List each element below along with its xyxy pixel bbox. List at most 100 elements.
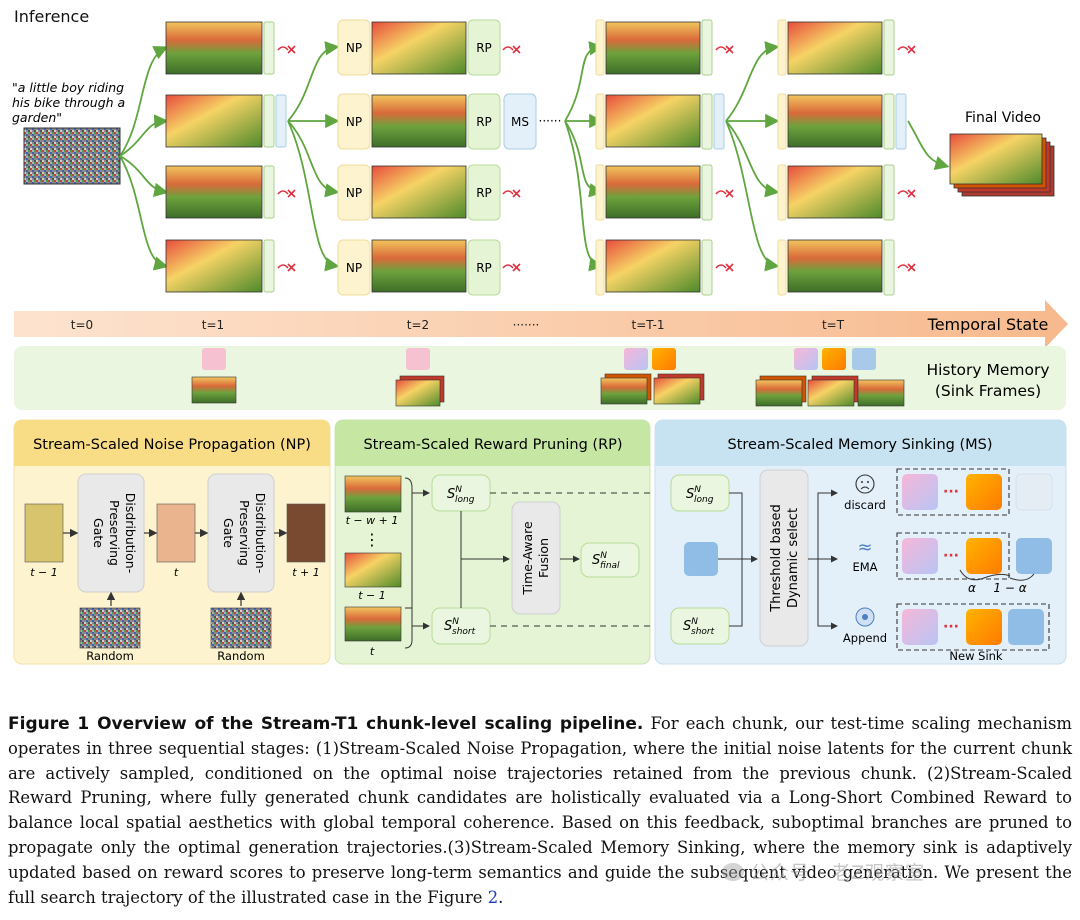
pipeline-figure: Inference "a little boy riding his bike …: [12, 7, 1068, 665]
video-frame: [605, 21, 701, 75]
pruned-cross-icon: [897, 45, 916, 54]
pruned-cross-icon: [897, 189, 916, 198]
figure-caption: Figure 1 Overview of the Stream-T1 chunk…: [8, 712, 1072, 910]
rp-panel-title: Stream-Scaled Reward Pruning (RP): [363, 437, 622, 453]
np-label: NP: [346, 41, 362, 55]
video-frame: [165, 94, 263, 148]
video-frame: [605, 165, 701, 219]
video-frame: [787, 165, 883, 219]
pruned-cross-icon: [277, 189, 296, 198]
ellipsis: ···: [943, 484, 959, 500]
column-4-candidates: [777, 19, 907, 296]
video-frame: [191, 376, 237, 404]
video-frame: [371, 94, 467, 148]
discard-label: discard: [844, 498, 886, 512]
gate-text: Disdribution-: [253, 493, 268, 573]
video-frame: [787, 239, 883, 293]
discard-icon: [855, 474, 875, 494]
video-frame: [371, 239, 467, 293]
pruned-cross-icon: [502, 263, 521, 272]
pruned-cross-icon: [715, 189, 734, 198]
rp-label: RP: [476, 41, 492, 55]
select-text: Dynamic select: [786, 508, 801, 608]
wechat-icon: [722, 863, 744, 881]
np-t-minus-1-label: t − 1: [30, 566, 58, 579]
pruned-cross-icon: [715, 45, 734, 54]
random-label: Random: [86, 649, 134, 663]
prompt-line-1: "a little boy riding: [12, 80, 124, 95]
rp-label: RP: [476, 261, 492, 275]
timeline-step: t=1: [202, 318, 224, 332]
latent-t-minus-1: [24, 503, 64, 563]
time-aware-fusion: [511, 501, 561, 615]
video-frame: [344, 552, 402, 588]
figure-ref-link[interactable]: 2: [487, 887, 499, 907]
column-1-candidates: [165, 21, 287, 293]
video-frame: [807, 379, 855, 407]
watermark: 公众号 · 老Z观察室: [722, 858, 925, 885]
timeline-step: t=2: [407, 318, 429, 332]
timeline-step: ·······: [513, 318, 540, 332]
video-frame: [605, 239, 701, 293]
temporal-state-label: Temporal State: [927, 315, 1049, 334]
pruned-cross-icon: [277, 45, 296, 54]
pruned-cross-icon: [897, 263, 916, 272]
ema-label: EMA: [852, 560, 877, 574]
np-t-label: t: [174, 566, 179, 579]
video-frame: [395, 379, 441, 407]
pruned-cross-icon: [502, 189, 521, 198]
ellipsis: ···: [943, 548, 959, 564]
pruned-cross-icon: [277, 263, 296, 272]
fusion-text: Time-Aware: [520, 521, 535, 596]
np-t-plus-1-label: t + 1: [292, 566, 320, 579]
gate-text: Disdribution-: [123, 493, 138, 573]
select-text: Threshold based: [769, 504, 784, 612]
one-minus-alpha-label: 1 − α: [993, 581, 1026, 595]
video-frame: [371, 165, 467, 219]
video-frame: [787, 94, 883, 148]
pruned-cross-icon: [502, 45, 521, 54]
video-frame: [857, 379, 905, 407]
video-frame: [165, 21, 263, 75]
rp-frame-label: ⋮: [364, 530, 380, 549]
prompt-line-2: his bike through a: [12, 95, 125, 110]
append-label: Append: [843, 631, 887, 645]
caption-end: .: [498, 887, 504, 907]
np-label: NP: [346, 115, 362, 129]
pruned-markers: [277, 45, 916, 272]
video-frame: [653, 377, 701, 405]
history-memory-band: [14, 346, 1066, 410]
random-noise: [79, 607, 141, 649]
ms-panel-title: Stream-Scaled Memory Sinking (MS): [728, 437, 993, 453]
append-icon: [855, 607, 875, 627]
video-frame: [755, 379, 803, 407]
pruned-cross-icon: [715, 263, 734, 272]
random-noise: [210, 607, 272, 649]
latent-t-plus-1: [286, 503, 326, 563]
caption-body: For each chunk, our test-time scaling me…: [8, 714, 1072, 907]
np-label: NP: [346, 261, 362, 275]
column-2-candidates: NP NP NP NP RP RP RP RP MS ······: [337, 19, 561, 296]
history-memory-title: History Memory: [926, 361, 1049, 379]
history-memory-subtitle: (Sink Frames): [935, 382, 1041, 400]
rp-frame-label: t − 1: [358, 589, 386, 602]
new-sink-label: New Sink: [949, 649, 1003, 663]
rp-label: RP: [476, 115, 492, 129]
timeline-arrow: [14, 300, 1068, 348]
gate-text: Gate: [221, 518, 236, 548]
branch-arrows: [119, 41, 950, 272]
s-final-box: [580, 542, 640, 578]
random-label: Random: [217, 649, 265, 663]
video-frame: [600, 377, 648, 405]
video-frame: [165, 239, 263, 293]
ema-icon: ≈: [857, 537, 872, 558]
np-label: NP: [346, 186, 362, 200]
video-frame: [605, 94, 701, 148]
ellipsis: ···: [943, 619, 959, 635]
alpha-label: α: [968, 581, 976, 595]
